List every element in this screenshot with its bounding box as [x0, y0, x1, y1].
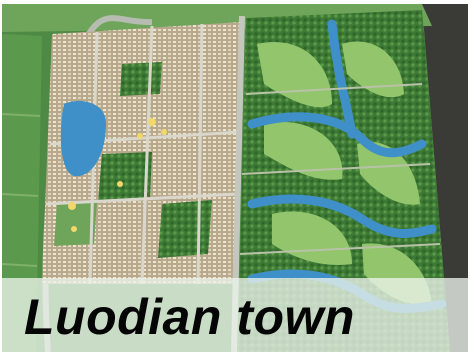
caption-band [2, 278, 468, 352]
caption-title: Luodian town [24, 289, 355, 345]
urban-park-2 [98, 152, 152, 202]
city-model-photo [2, 4, 468, 352]
city-lake [60, 100, 107, 177]
park-paths [239, 83, 441, 255]
urban-park-1 [120, 62, 162, 96]
table-edge-right [422, 4, 468, 352]
park-canals [247, 19, 447, 313]
left-farmland [2, 34, 42, 352]
urban-park-4 [54, 202, 97, 246]
model-lights [68, 118, 167, 232]
urban-park-3 [158, 200, 212, 258]
